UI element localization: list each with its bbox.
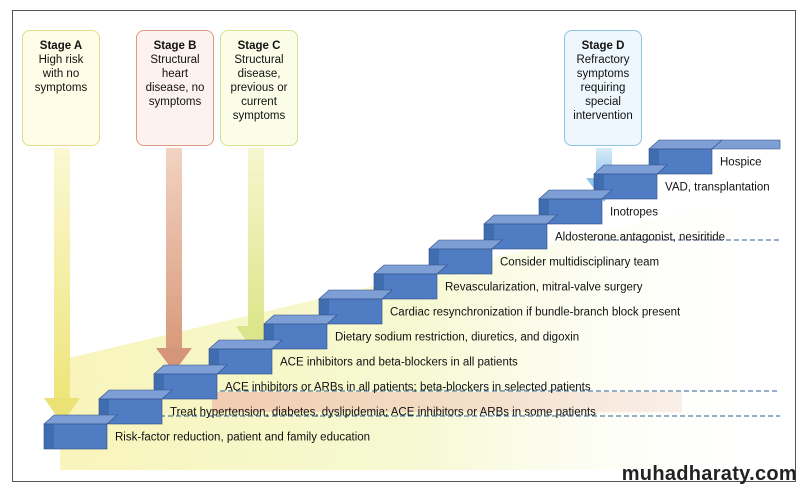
stage-b-line-3: disease, no bbox=[145, 82, 205, 94]
stage-d-line-5: intervention bbox=[573, 110, 633, 122]
stage-d-line-1: Refractory bbox=[576, 54, 630, 66]
stair-riser-3 bbox=[153, 373, 218, 400]
stair-edge-3 bbox=[154, 374, 164, 399]
step-label-7: Revascularization, mitral-valve surgery bbox=[445, 282, 643, 294]
stage-c-box: Stage C Structural disease, previous or … bbox=[220, 30, 298, 146]
stair-edge-8 bbox=[429, 249, 439, 274]
step-label-8: Consider multidisciplinary team bbox=[500, 257, 659, 269]
stage-a-line-1: High risk bbox=[38, 54, 84, 66]
stair-tread-12 bbox=[648, 139, 723, 150]
stair-tread-4 bbox=[208, 339, 283, 350]
stair-step-12 bbox=[648, 139, 723, 175]
stair-edge-10 bbox=[539, 199, 549, 224]
stair-tread-11 bbox=[593, 164, 668, 175]
stair-edge-9 bbox=[484, 224, 494, 249]
stair-tread-8 bbox=[428, 239, 503, 250]
step-label-4: ACE inhibitors and beta-blockers in all … bbox=[280, 357, 518, 369]
watermark-text: muhadharaty.com bbox=[621, 463, 797, 485]
step-label-10: Inotropes bbox=[610, 207, 658, 219]
stair-tread-7 bbox=[373, 264, 448, 275]
stage-b-box: Stage B Structural heart disease, no sym… bbox=[136, 30, 214, 146]
stage-a-line-3: symptoms bbox=[34, 82, 88, 94]
stair-edge-6 bbox=[319, 299, 329, 324]
stage-c-line-3: previous or bbox=[230, 82, 288, 94]
step-label-2: Treat hypertension, diabetes, dyslipidem… bbox=[170, 407, 596, 419]
stair-tread-9 bbox=[483, 214, 558, 225]
stage-c-line-2: disease, bbox=[237, 68, 281, 80]
stage-d-line-2: symptoms bbox=[576, 68, 630, 80]
stage-c-line-4: current bbox=[241, 96, 277, 108]
stage-c-line-1: Structural bbox=[234, 54, 284, 66]
stair-riser-1 bbox=[43, 423, 108, 450]
stage-a-box: Stage A High risk with no symptoms bbox=[22, 30, 100, 146]
stage-d-line-3: requiring bbox=[580, 82, 626, 94]
stage-d-box: Stage D Refractory symptoms requiring sp… bbox=[564, 30, 642, 146]
stair-edge-2 bbox=[99, 399, 109, 424]
stair-step-1 bbox=[43, 414, 118, 450]
stair-step-3 bbox=[153, 364, 228, 400]
stage-b-band bbox=[212, 392, 682, 412]
stage-b-arrow bbox=[156, 148, 192, 372]
stage-a-arrow bbox=[44, 148, 80, 424]
stage-b-line-2: heart bbox=[161, 68, 189, 80]
stair-edge-1 bbox=[44, 424, 54, 449]
stair-tread-1 bbox=[43, 414, 118, 425]
stage-c-title: Stage C bbox=[237, 40, 281, 52]
stair-edge-4 bbox=[209, 349, 219, 374]
stair-edge-12 bbox=[649, 149, 659, 174]
stair-tread-2 bbox=[98, 389, 173, 400]
step-label-3: ACE inhibitors or ARBs in all patients; … bbox=[225, 382, 591, 394]
stair-tread-3 bbox=[153, 364, 228, 375]
stage-a-line-2: with no bbox=[42, 68, 80, 80]
step-label-11: VAD, transplantation bbox=[665, 182, 770, 194]
stair-step-11 bbox=[593, 164, 668, 200]
stage-b-line-4: symptoms bbox=[148, 96, 202, 108]
stair-tread-6 bbox=[318, 289, 393, 300]
stage-d-title: Stage D bbox=[581, 40, 625, 52]
stair-tread-5 bbox=[263, 314, 338, 325]
stair-edge-5 bbox=[264, 324, 274, 349]
stair-tread-10 bbox=[538, 189, 613, 200]
stage-b-line-1: Structural bbox=[150, 54, 200, 66]
stage-d-line-4: special bbox=[585, 96, 621, 108]
staircase bbox=[43, 139, 781, 450]
step-label-12: Hospice bbox=[720, 157, 762, 169]
stage-b-title: Stage B bbox=[153, 40, 197, 52]
top-landing bbox=[711, 139, 781, 150]
stair-edge-7 bbox=[374, 274, 384, 299]
stage-c-line-5: symptoms bbox=[232, 110, 286, 122]
step-label-5: Dietary sodium restriction, diuretics, a… bbox=[335, 332, 579, 344]
step-label-9: Aldosterone antagonist, nesiritide bbox=[555, 232, 725, 244]
stair-edge-11 bbox=[594, 174, 604, 199]
stage-a-title: Stage A bbox=[39, 40, 83, 52]
step-label-1: Risk-factor reduction, patient and famil… bbox=[115, 432, 370, 444]
step-label-6: Cardiac resynchronization if bundle-bran… bbox=[390, 307, 681, 319]
